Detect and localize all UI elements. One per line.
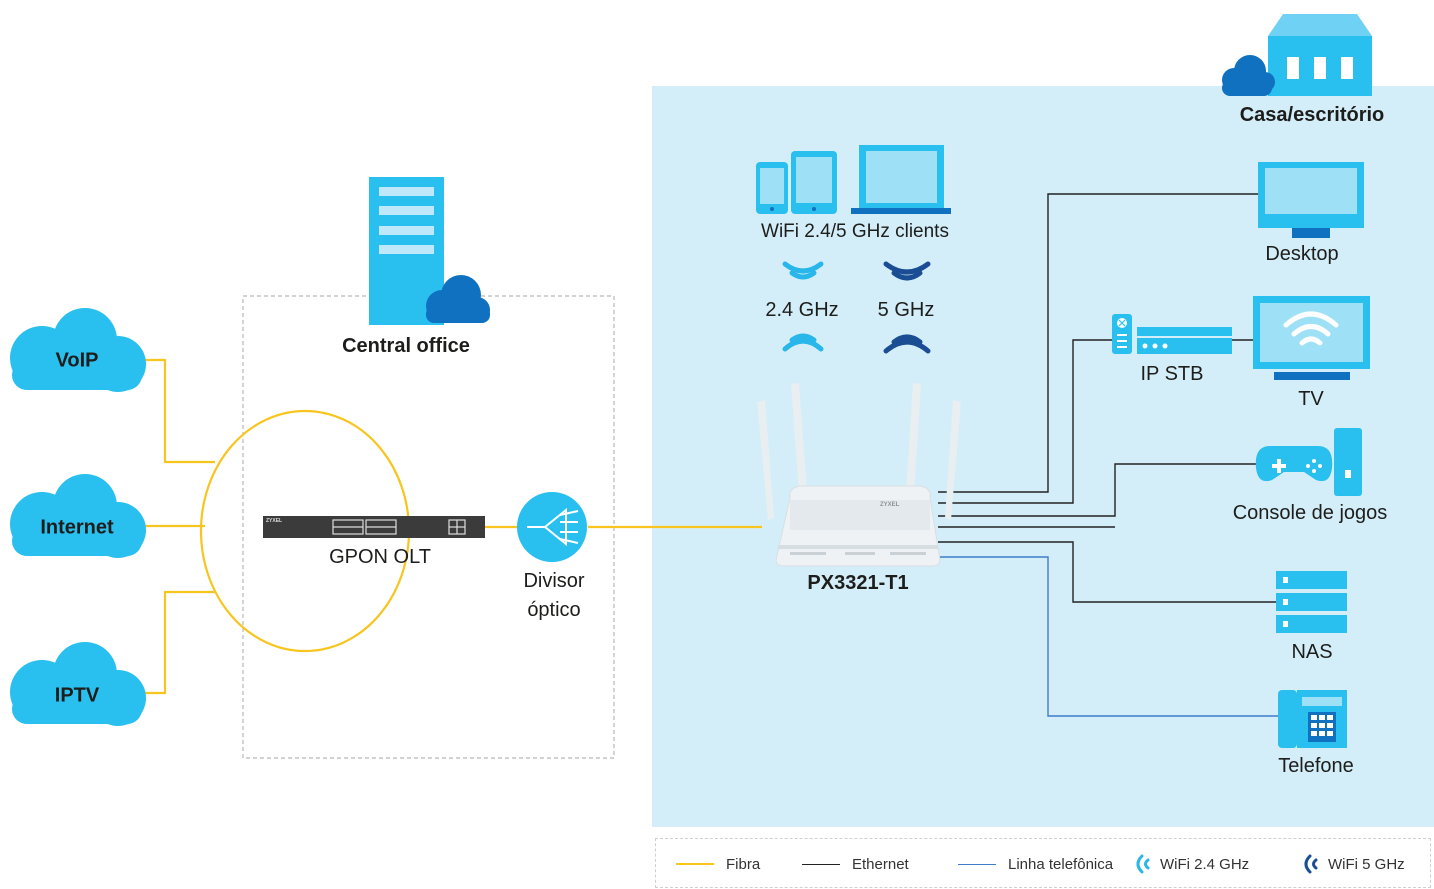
cloud-iptv-label: IPTV <box>54 684 100 707</box>
cloud-internet-label: Internet <box>40 516 114 539</box>
wifi-24-legend-icon <box>1136 854 1150 874</box>
console-label: Console de jogos <box>1232 502 1388 524</box>
olt-brand: ZYXEL <box>266 518 283 524</box>
server-icon <box>369 177 444 325</box>
router-label: PX3321-T1 <box>807 572 909 594</box>
phone-line <box>938 556 1278 717</box>
ethernet-lines <box>938 193 1276 603</box>
legend-phone-line-label: Linha telefônica <box>1008 855 1114 873</box>
legend-ethernet-label: Ethernet <box>852 855 909 873</box>
home-cloud-icon <box>1222 55 1275 96</box>
set-top-box-icon <box>1137 327 1232 354</box>
router-brand: ZYXEL <box>880 502 900 508</box>
olt-label: GPON OLT <box>329 546 431 568</box>
legend-wifi5: WiFi 5 GHz <box>1298 839 1405 889</box>
legend-phone-line-line <box>958 863 996 865</box>
band-5-label: 5 GHz <box>877 299 935 321</box>
legend-wifi24: WiFi 2.4 GHz <box>1130 839 1249 889</box>
band-24-label: 2.4 GHz <box>765 299 839 321</box>
building-icon <box>1268 14 1372 96</box>
remote-icon <box>1112 314 1132 354</box>
splitter-label-line2: óptico <box>527 599 581 621</box>
nas-icon <box>1276 571 1347 633</box>
phone-client-icon <box>756 162 788 214</box>
tablet-client-icon <box>791 151 837 214</box>
phone-label: Telefone <box>1278 755 1354 777</box>
legend-fiber: Fibra <box>676 839 760 889</box>
legend: Fibra Ethernet Linha telefônica WiFi 2.4… <box>655 838 1431 888</box>
legend-fiber-line <box>676 863 714 865</box>
wifi-5-legend-icon <box>1304 854 1318 874</box>
splitter-icon <box>517 492 587 562</box>
desktop-icon <box>1258 162 1364 238</box>
wifi-5-icon <box>883 261 931 354</box>
cloud-iptv <box>10 642 146 726</box>
tv-icon <box>1253 296 1370 380</box>
laptop-client-icon <box>851 145 951 214</box>
wifi-clients-label: WiFi 2.4/5 GHz clients <box>761 221 949 242</box>
console-icon <box>1255 428 1362 496</box>
wifi-24-icon <box>782 261 824 352</box>
legend-phone-line: Linha telefônica <box>958 839 1113 889</box>
tv-label: TV <box>1298 388 1324 410</box>
legend-wifi5-label: WiFi 5 GHz <box>1328 855 1405 873</box>
cloud-voip-label: VoIP <box>55 349 99 372</box>
telephone-icon <box>1278 690 1347 748</box>
desktop-label: Desktop <box>1265 243 1339 265</box>
cloud-voip <box>10 308 146 392</box>
legend-wifi24-label: WiFi 2.4 GHz <box>1160 855 1250 873</box>
router-icon <box>757 383 961 567</box>
nas-label: NAS <box>1291 641 1333 663</box>
splitter-label-line1: Divisor <box>523 570 585 592</box>
cloud-icon <box>426 275 490 323</box>
ip-stb-label: IP STB <box>1140 363 1204 385</box>
legend-fiber-label: Fibra <box>726 855 761 873</box>
olt-device <box>263 516 485 538</box>
legend-ethernet: Ethernet <box>802 839 909 889</box>
central-office-label: Central office <box>342 335 470 357</box>
cloud-internet <box>10 474 146 558</box>
legend-ethernet-line <box>802 863 840 865</box>
home-office-label: Casa/escritório <box>1239 104 1385 126</box>
